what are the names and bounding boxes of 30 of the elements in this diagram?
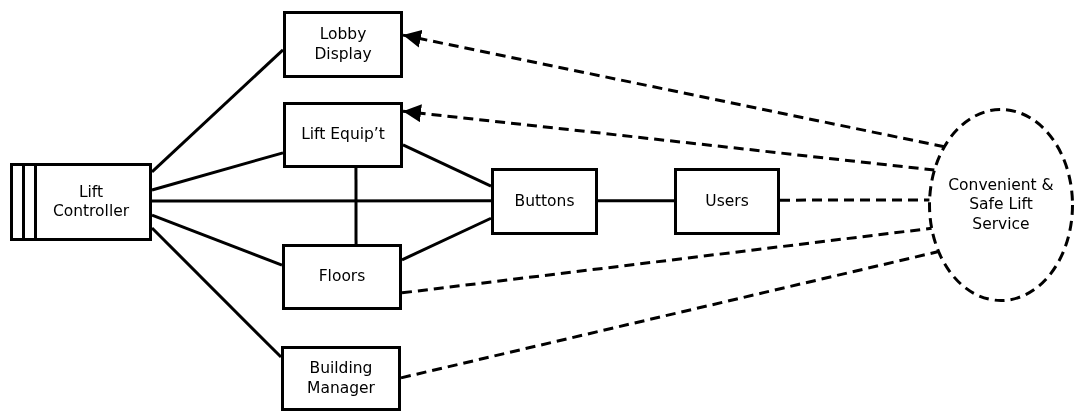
connector-line [152, 199, 491, 203]
node-label: Lift Equip’t [301, 125, 385, 145]
domain-box [491, 168, 598, 235]
node-label: Floors [318, 267, 366, 287]
node-label: Lobby Display [313, 25, 373, 64]
connector-line [401, 216, 492, 262]
domain-box [281, 346, 401, 411]
connector-line [354, 168, 358, 244]
connector-line [151, 213, 283, 267]
node-label: Convenient & Safe Lift Service [947, 175, 1055, 235]
connector-line [150, 226, 283, 359]
domain-box [283, 11, 403, 78]
domain-box [283, 102, 403, 168]
dashed-connector [780, 198, 930, 202]
dashed-connector [401, 226, 932, 295]
requirement-ellipse [928, 108, 1074, 302]
domain-box [674, 168, 780, 235]
node-label: Building Manager [306, 359, 376, 398]
dashed-connector [402, 104, 935, 172]
node-label: Users [705, 191, 749, 212]
connector-line [598, 199, 674, 203]
node-label: Buttons [514, 191, 575, 212]
connector-line [402, 143, 492, 188]
connector-line [150, 48, 285, 174]
dashed-connector [400, 250, 939, 380]
node-label: Lift Controller [51, 182, 131, 222]
connector-line [151, 151, 284, 192]
dashed-connector [402, 29, 945, 149]
domain-box [282, 244, 402, 310]
machine-box [10, 163, 152, 241]
